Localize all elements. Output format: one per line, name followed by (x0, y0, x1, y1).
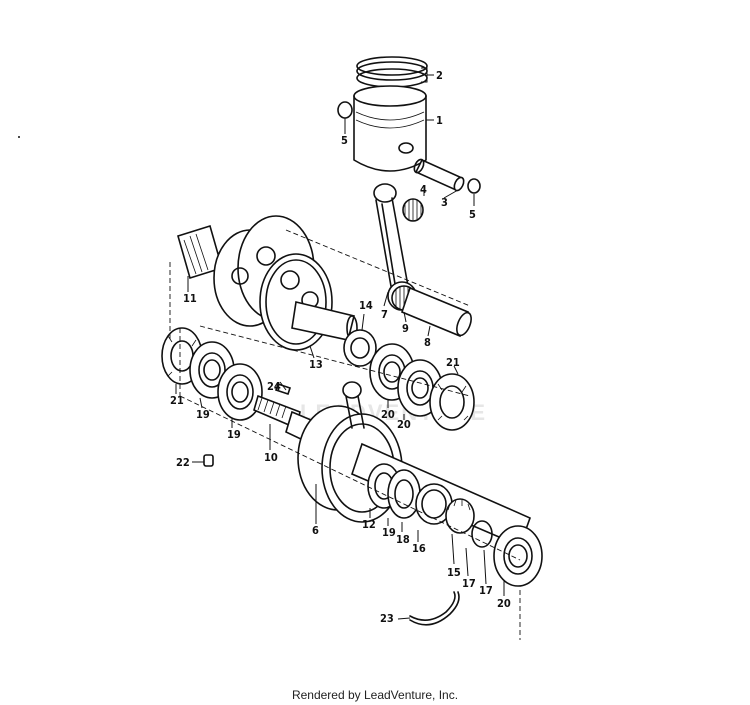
callout-17-left: 17 (462, 577, 476, 590)
bearing-shaft-1 (387, 469, 421, 519)
callout-11: 11 (183, 292, 197, 305)
stray-mark (18, 136, 20, 138)
callout-22: 22 (176, 456, 190, 469)
piston-rings (356, 56, 428, 88)
pump-gear (445, 498, 475, 534)
callout-1: 1 (436, 114, 443, 127)
callout-8: 8 (424, 336, 431, 349)
callout-14: 14 (359, 299, 373, 312)
callout-21-left: 21 (170, 394, 184, 407)
callout-18: 18 (396, 533, 410, 546)
piston-pin-clip-left (337, 101, 353, 119)
oil-seal-right (429, 373, 475, 431)
thrust-washer (343, 329, 377, 367)
callout-19-left: 19 (196, 408, 210, 421)
callout-16: 16 (412, 542, 426, 555)
callout-15: 15 (447, 566, 461, 579)
woodruff-key-top (274, 382, 292, 396)
callout-20-top: 20 (381, 408, 395, 421)
piston-pin-clip-right (467, 178, 481, 194)
callout-13: 13 (309, 358, 323, 371)
footer-credit: Rendered by LeadVenture, Inc. (291, 688, 459, 702)
callout-6: 6 (312, 524, 319, 537)
callout-17-right: 17 (479, 584, 493, 597)
assembly-lines (169, 229, 521, 640)
callout-20-mid: 20 (397, 418, 411, 431)
retaining-clip (409, 591, 460, 626)
callout-2: 2 (436, 69, 443, 82)
callout-4: 4 (420, 183, 427, 196)
circlip (471, 520, 493, 548)
callout-12: 12 (362, 518, 376, 531)
callout-3: 3 (441, 196, 448, 209)
callout-21-right: 21 (446, 356, 460, 369)
callout-20-bottom: 20 (497, 597, 511, 610)
rod-small-end-lower (342, 381, 365, 429)
piston (353, 85, 427, 172)
small-end-needle-bearing (402, 198, 424, 222)
callout-9: 9 (402, 322, 409, 335)
callout-24: 24 (267, 380, 281, 393)
bearing-right-end (493, 525, 543, 587)
crank-pin (401, 286, 472, 338)
callout-7: 7 (381, 308, 388, 321)
locating-pin (203, 454, 214, 467)
callout-10: 10 (264, 451, 278, 464)
callout-numbers: 2 1 5 4 3 5 11 14 7 9 8 13 21 24 21 19 2… (170, 69, 511, 625)
bearing-left-inner (217, 363, 263, 421)
leader-lines (175, 67, 505, 620)
piston-pin (413, 158, 465, 192)
callout-23: 23 (380, 612, 394, 625)
callout-5-right: 5 (469, 208, 476, 221)
callout-5-left: 5 (341, 134, 348, 147)
callout-19-mid: 19 (227, 428, 241, 441)
callout-19-right: 19 (382, 526, 396, 539)
